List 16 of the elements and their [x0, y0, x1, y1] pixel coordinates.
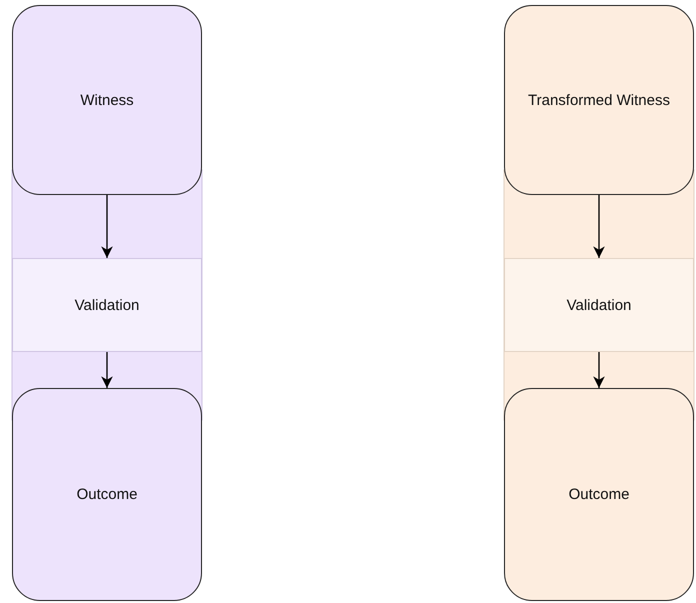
arrow	[593, 195, 605, 258]
arrow	[101, 195, 113, 258]
node-label: Outcome	[568, 486, 630, 503]
process-box	[12, 258, 202, 352]
node-label: Validation	[74, 296, 140, 314]
rounded-box	[12, 5, 202, 195]
rounded-box	[504, 5, 694, 195]
node-label: Validation	[566, 296, 632, 314]
arrow	[101, 352, 113, 388]
node-label: Witness	[80, 92, 134, 108]
rounded-box	[504, 388, 694, 601]
node-label: Transformed Witness	[528, 92, 670, 108]
arrow	[593, 352, 605, 388]
node-label: Outcome	[76, 486, 138, 503]
process-box	[504, 258, 694, 352]
rounded-box	[12, 388, 202, 601]
